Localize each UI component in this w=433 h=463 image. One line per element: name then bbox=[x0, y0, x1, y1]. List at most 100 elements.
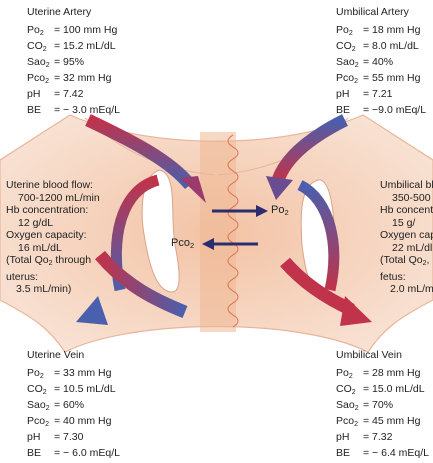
gas-parameter-name: BE bbox=[27, 447, 41, 459]
po2-label-sub: 2 bbox=[284, 208, 288, 217]
maternal-total-prefix: (Total Qo bbox=[6, 254, 49, 266]
gas-parameter-name: pH bbox=[336, 431, 349, 443]
gas-parameter-subscript: 2 bbox=[40, 30, 44, 37]
pco2-exchange-label: Pco2 bbox=[171, 237, 194, 250]
umbilical-artery-row: Pco2= 55 mm Hg bbox=[336, 72, 426, 88]
gas-parameter-subscript: 2 bbox=[45, 78, 49, 85]
gas-parameter-value: = − 6.0 mEq/L bbox=[54, 447, 120, 463]
gas-parameter-value: = 60% bbox=[54, 399, 84, 415]
gas-parameter-value: = 70% bbox=[363, 399, 393, 415]
gas-parameter: CO2 bbox=[27, 40, 54, 56]
gas-parameter: pH bbox=[27, 431, 54, 447]
gas-parameter-name: Pco bbox=[27, 72, 45, 84]
gas-parameter-subscript: 2 bbox=[43, 389, 47, 396]
uterine-artery-row: CO2= 15.2 mL/dL bbox=[27, 40, 120, 56]
uterine-artery-row: Po2= 100 mm Hg bbox=[27, 24, 120, 40]
po2-exchange-label: Po2 bbox=[271, 204, 289, 217]
gas-parameter-value: = 45 mm Hg bbox=[363, 415, 420, 431]
gas-parameter-subscript: 2 bbox=[352, 46, 356, 53]
gas-parameter: Pco2 bbox=[27, 72, 54, 88]
gas-parameter-value: = 15.0 mL/dL bbox=[363, 383, 425, 399]
gas-parameter-name: CO bbox=[336, 383, 352, 395]
gas-parameter-value: = 15.2 mL/dL bbox=[54, 40, 116, 56]
umbilical-vein-row: BE= − 6.4 mEq/L bbox=[336, 447, 429, 463]
gas-parameter-name: Po bbox=[336, 367, 349, 379]
umbilical-vein-row: Pco2= 45 mm Hg bbox=[336, 415, 429, 431]
umbilical-artery-row: CO2= 8.0 mL/dL bbox=[336, 40, 426, 56]
po2-label-text: Po bbox=[271, 204, 284, 216]
gas-parameter-value: = 40% bbox=[363, 56, 393, 72]
gas-parameter-subscript: 2 bbox=[46, 62, 50, 69]
gas-parameter-subscript: 2 bbox=[40, 373, 44, 380]
uterine-vein-row: Sao2= 60% bbox=[27, 399, 120, 415]
maternal-hb-label: Hb concentration: bbox=[6, 204, 100, 217]
uterine-vein-title: Uterine Vein bbox=[27, 349, 120, 362]
gas-parameter-subscript: 2 bbox=[354, 421, 358, 428]
gas-parameter-value: = 28 mm Hg bbox=[363, 367, 420, 383]
umbilical-artery-row: BE = −9.0 mEq/L bbox=[336, 104, 426, 120]
gas-parameter-value: = 10.5 mL/dL bbox=[54, 383, 116, 399]
gas-parameter-name: Sao bbox=[336, 399, 355, 411]
gas-parameter-subscript: 2 bbox=[352, 389, 356, 396]
gas-parameter: CO2 bbox=[27, 383, 54, 399]
umbilical-artery-row: Po2= 18 mm Hg bbox=[336, 24, 426, 40]
fetal-hb-value: 15 g/ bbox=[380, 217, 433, 230]
fetal-total-line2: fetus: bbox=[380, 271, 433, 284]
gas-parameter-name: Po bbox=[27, 24, 40, 36]
gas-parameter-name: Sao bbox=[27, 56, 46, 68]
gas-parameter-subscript: 2 bbox=[355, 62, 359, 69]
gas-parameter-value: = 100 mm Hg bbox=[54, 24, 117, 40]
fetal-total-suffix: , bbox=[427, 254, 430, 266]
uterine-artery-row: pH= 7.42 bbox=[27, 88, 120, 104]
gas-parameter: BE bbox=[27, 104, 54, 120]
maternal-total-line2: uterus: bbox=[6, 271, 100, 284]
uterine-flow-label: Uterine blood flow: bbox=[6, 179, 100, 192]
umbilical-vein-row: pH = 7.32 bbox=[336, 431, 429, 447]
uterine-artery-title: Uterine Artery bbox=[27, 6, 120, 19]
gas-parameter: Pco2 bbox=[336, 72, 363, 88]
uterine-artery-row: Sao2= 95% bbox=[27, 56, 120, 72]
umbilical-flow-label: Umbilical bl bbox=[380, 179, 433, 192]
maternal-hb-value: 12 g/dL bbox=[6, 217, 100, 230]
uterine-flow-value: 700-1200 mL/min bbox=[6, 192, 100, 205]
gas-parameter-name: Po bbox=[27, 367, 40, 379]
gas-parameter-name: pH bbox=[336, 88, 349, 100]
pco2-label-sub: 2 bbox=[190, 241, 194, 250]
maternal-total-qo2: (Total Qo2 through bbox=[6, 254, 100, 271]
gas-parameter-value: = − 6.4 mEq/L bbox=[363, 447, 429, 463]
gas-parameter-value: = 40 mm Hg bbox=[54, 415, 111, 431]
gas-parameter: Po2 bbox=[27, 24, 54, 40]
fetal-flow-info: Umbilical bl 350-500 Hb concent 15 g/ Ox… bbox=[380, 179, 433, 296]
gas-parameter-value: = 32 mm Hg bbox=[54, 72, 111, 88]
gas-parameter-value: = 7.42 bbox=[54, 88, 84, 104]
fetal-capacity-label: Oxygen cap bbox=[380, 229, 433, 242]
umbilical-artery-title: Umbilical Artery bbox=[336, 6, 426, 19]
gas-parameter-value: = 55 mm Hg bbox=[363, 72, 420, 88]
maternal-capacity-label: Oxygen capacity: bbox=[6, 229, 100, 242]
gas-parameter: Sao2 bbox=[27, 56, 54, 72]
gas-parameter-name: pH bbox=[27, 431, 40, 443]
umbilical-artery-row: pH= 7.21 bbox=[336, 88, 426, 104]
gas-parameter: Sao2 bbox=[336, 56, 363, 72]
gas-parameter: pH bbox=[336, 88, 363, 104]
uterine-vein-row: BE = − 6.0 mEq/L bbox=[27, 447, 120, 463]
uterine-vein-values: Uterine Vein Po2= 33 mm HgCO2= 10.5 mL/d… bbox=[27, 349, 120, 463]
fetal-total-qo2: (Total Qo2, bbox=[380, 254, 433, 271]
gas-parameter-value: = 7.32 bbox=[363, 431, 393, 447]
gas-parameter-value: = −9.0 mEq/L bbox=[363, 104, 426, 120]
gas-parameter: CO2 bbox=[336, 40, 363, 56]
gas-parameter-name: Po bbox=[336, 24, 349, 36]
gas-parameter-value: = 18 mm Hg bbox=[363, 24, 420, 40]
uterine-vein-row: Pco2= 40 mm Hg bbox=[27, 415, 120, 431]
gas-parameter-subscript: 2 bbox=[46, 405, 50, 412]
gas-parameter-value: = 7.30 bbox=[54, 431, 84, 447]
uterine-artery-row: Pco2= 32 mm Hg bbox=[27, 72, 120, 88]
gas-parameter: pH bbox=[27, 88, 54, 104]
gas-parameter-value: = 33 mm Hg bbox=[54, 367, 111, 383]
maternal-total-value: 3.5 mL/min) bbox=[6, 283, 100, 296]
fetal-hb-label: Hb concent bbox=[380, 204, 433, 217]
gas-parameter-name: BE bbox=[336, 104, 350, 116]
gas-parameter: pH bbox=[336, 431, 363, 447]
